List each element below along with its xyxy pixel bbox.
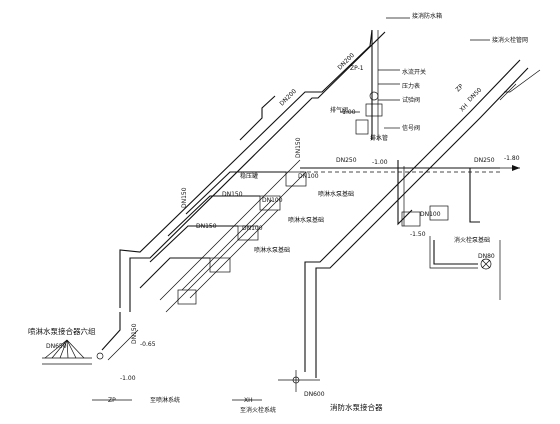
pipe-size-label: DN100	[298, 173, 319, 180]
elevation-label: -1.00	[120, 375, 136, 382]
pump-icon	[259, 195, 281, 211]
pump-feed-4	[139, 257, 210, 289]
sprinkler-branch-upper	[239, 95, 276, 141]
pump-feed-1	[185, 171, 286, 215]
test-valve-label: 试验阀	[402, 96, 420, 104]
pipe-size-label: DN150	[181, 187, 188, 208]
pipe-code-label: XH	[244, 397, 253, 404]
elevation-label: -1.80	[504, 155, 520, 162]
pump-base-label: 喷淋水泵基础	[318, 190, 354, 198]
suction-4	[189, 209, 279, 299]
pressure-tank-label: 稳压罐	[240, 172, 258, 180]
riser-assembly	[340, 17, 541, 140]
top-right-feed	[504, 69, 541, 93]
pipe-size-label: DN600	[304, 391, 325, 398]
pump-feed-3	[149, 225, 238, 263]
top-right-feed-2	[499, 83, 517, 101]
suction-2	[165, 171, 307, 313]
roof-vent-label: 排气阀	[330, 106, 348, 114]
connector-feed-2	[107, 329, 139, 361]
pump-units	[177, 171, 449, 305]
pipe-size-label: DN150	[222, 191, 243, 198]
pipe-size-label: DN100	[242, 225, 263, 232]
sprinkler-connector-group	[42, 339, 104, 365]
pump-icon	[237, 225, 259, 241]
to-hydrant-label: 至消火栓系统	[240, 406, 276, 414]
pipe-code-label: ZP	[108, 397, 116, 404]
suction-1	[159, 159, 301, 301]
sprinkler-pipe-network	[101, 29, 500, 361]
to-sprinkler-label: 至喷淋系统	[150, 396, 180, 404]
elevation-label: -1.00	[340, 109, 356, 116]
pressure-gauge-icon	[369, 91, 379, 101]
hydrant-riser	[397, 160, 413, 226]
pump-icon	[177, 289, 197, 305]
pump-icon	[285, 171, 307, 187]
hydrant-main-diagonal-2	[315, 67, 529, 378]
fire-connector-group	[278, 370, 320, 392]
pump-icon	[429, 205, 449, 221]
pump-base-label: 喷淋水泵基础	[288, 216, 324, 224]
pipe-code-label: XH	[458, 102, 469, 113]
pressure-tank-icon	[355, 119, 369, 135]
pipe-size-label: DN150	[131, 323, 138, 344]
pipe-size-label: DN150	[196, 223, 217, 230]
pipe-size-label: DN250	[336, 157, 357, 164]
pipe-size-label: DN200	[278, 88, 298, 108]
drain-pipe-label: 排水管	[370, 134, 388, 142]
sprinkler-main-diagonal	[119, 29, 373, 308]
elevation-label: -1.50	[410, 231, 426, 238]
pump-base-label: 喷淋水泵基础	[254, 246, 290, 254]
right-branch	[469, 168, 480, 223]
pump-icon	[401, 211, 421, 227]
sprinkler-connector-title: 喷淋水泵接合器六组	[28, 326, 96, 336]
sprinkler-main-diagonal-2	[129, 31, 386, 312]
connector-feed	[101, 312, 121, 351]
pump-feed-2	[167, 195, 260, 237]
pipe-size-label: DN650	[46, 343, 67, 350]
hydrant-outlet	[433, 240, 478, 265]
hydrant-outlet-2	[429, 236, 478, 269]
flow-arrow-icon	[512, 165, 520, 171]
pipe-size-label: DN150	[295, 137, 302, 158]
pipe-size-label: DN250	[474, 157, 495, 164]
gate-valve-icon	[480, 258, 492, 270]
hydrant-pipe-network	[304, 59, 529, 378]
elevation-label: -0.65	[140, 341, 156, 348]
pipe-code-label: ZP-1	[350, 65, 364, 72]
hydrant-pump-label: 消火栓泵基础	[454, 236, 490, 244]
pipe-size-label: DN100	[420, 211, 441, 218]
pressure-gauge-label: 压力表	[402, 82, 420, 90]
pump-icon	[209, 257, 231, 273]
fire-connector-title: 消防水泵接合器	[330, 402, 383, 412]
flow-switch-label: 水流开关	[402, 68, 426, 76]
valve-icon	[96, 352, 104, 360]
pipe-code-label: ZP	[454, 83, 465, 94]
alarm-valve-icon	[365, 103, 383, 117]
elevation-label: -1.00	[372, 159, 388, 166]
pipe-size-label: DN100	[262, 197, 283, 204]
suction-3	[181, 199, 273, 291]
fire-tank-note: 接消防水箱	[412, 12, 442, 20]
hydrant-riser-label: 接消火栓管网	[492, 36, 528, 44]
hydrant-main-diagonal	[304, 59, 521, 372]
pipe-size-label: DN80	[478, 253, 495, 260]
signal-valve-label: 信号阀	[402, 124, 420, 132]
